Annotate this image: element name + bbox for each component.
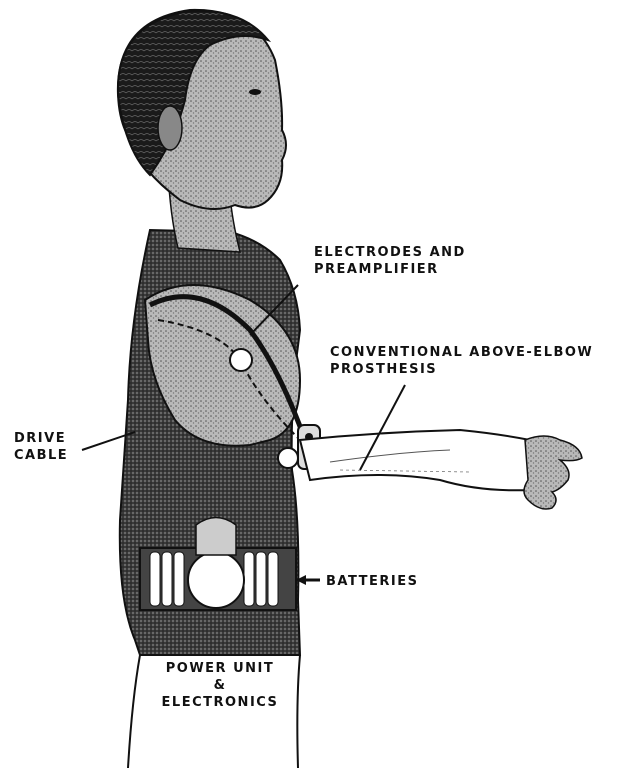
label-prosthesis-line1: CONVENTIONAL ABOVE-ELBOW [330,344,593,361]
ear [158,106,182,150]
label-power-unit-line1: POWER UNIT [140,660,300,677]
label-drive-cable: DRIVE CABLE [14,430,68,464]
label-batteries: BATTERIES [326,573,418,590]
label-electrodes: ELECTRODES AND PREAMPLIFIER [314,244,466,278]
power-unit-housing [188,552,244,608]
label-power-unit-line2: & [140,677,300,694]
label-electrodes-line2: PREAMPLIFIER [314,261,466,278]
hand [524,436,582,509]
label-drive-cable-line2: CABLE [14,447,68,464]
label-drive-cable-line1: DRIVE [14,430,68,447]
electrode-pad [230,349,252,371]
forearm [300,430,530,490]
label-prosthesis-line2: PROSTHESIS [330,361,593,378]
label-power-unit: POWER UNIT & ELECTRONICS [140,660,300,711]
label-electrodes-line1: ELECTRODES AND [314,244,466,261]
eye [249,89,261,95]
label-prosthesis: CONVENTIONAL ABOVE-ELBOW PROSTHESIS [330,344,593,378]
label-power-unit-line3: ELECTRONICS [140,694,300,711]
